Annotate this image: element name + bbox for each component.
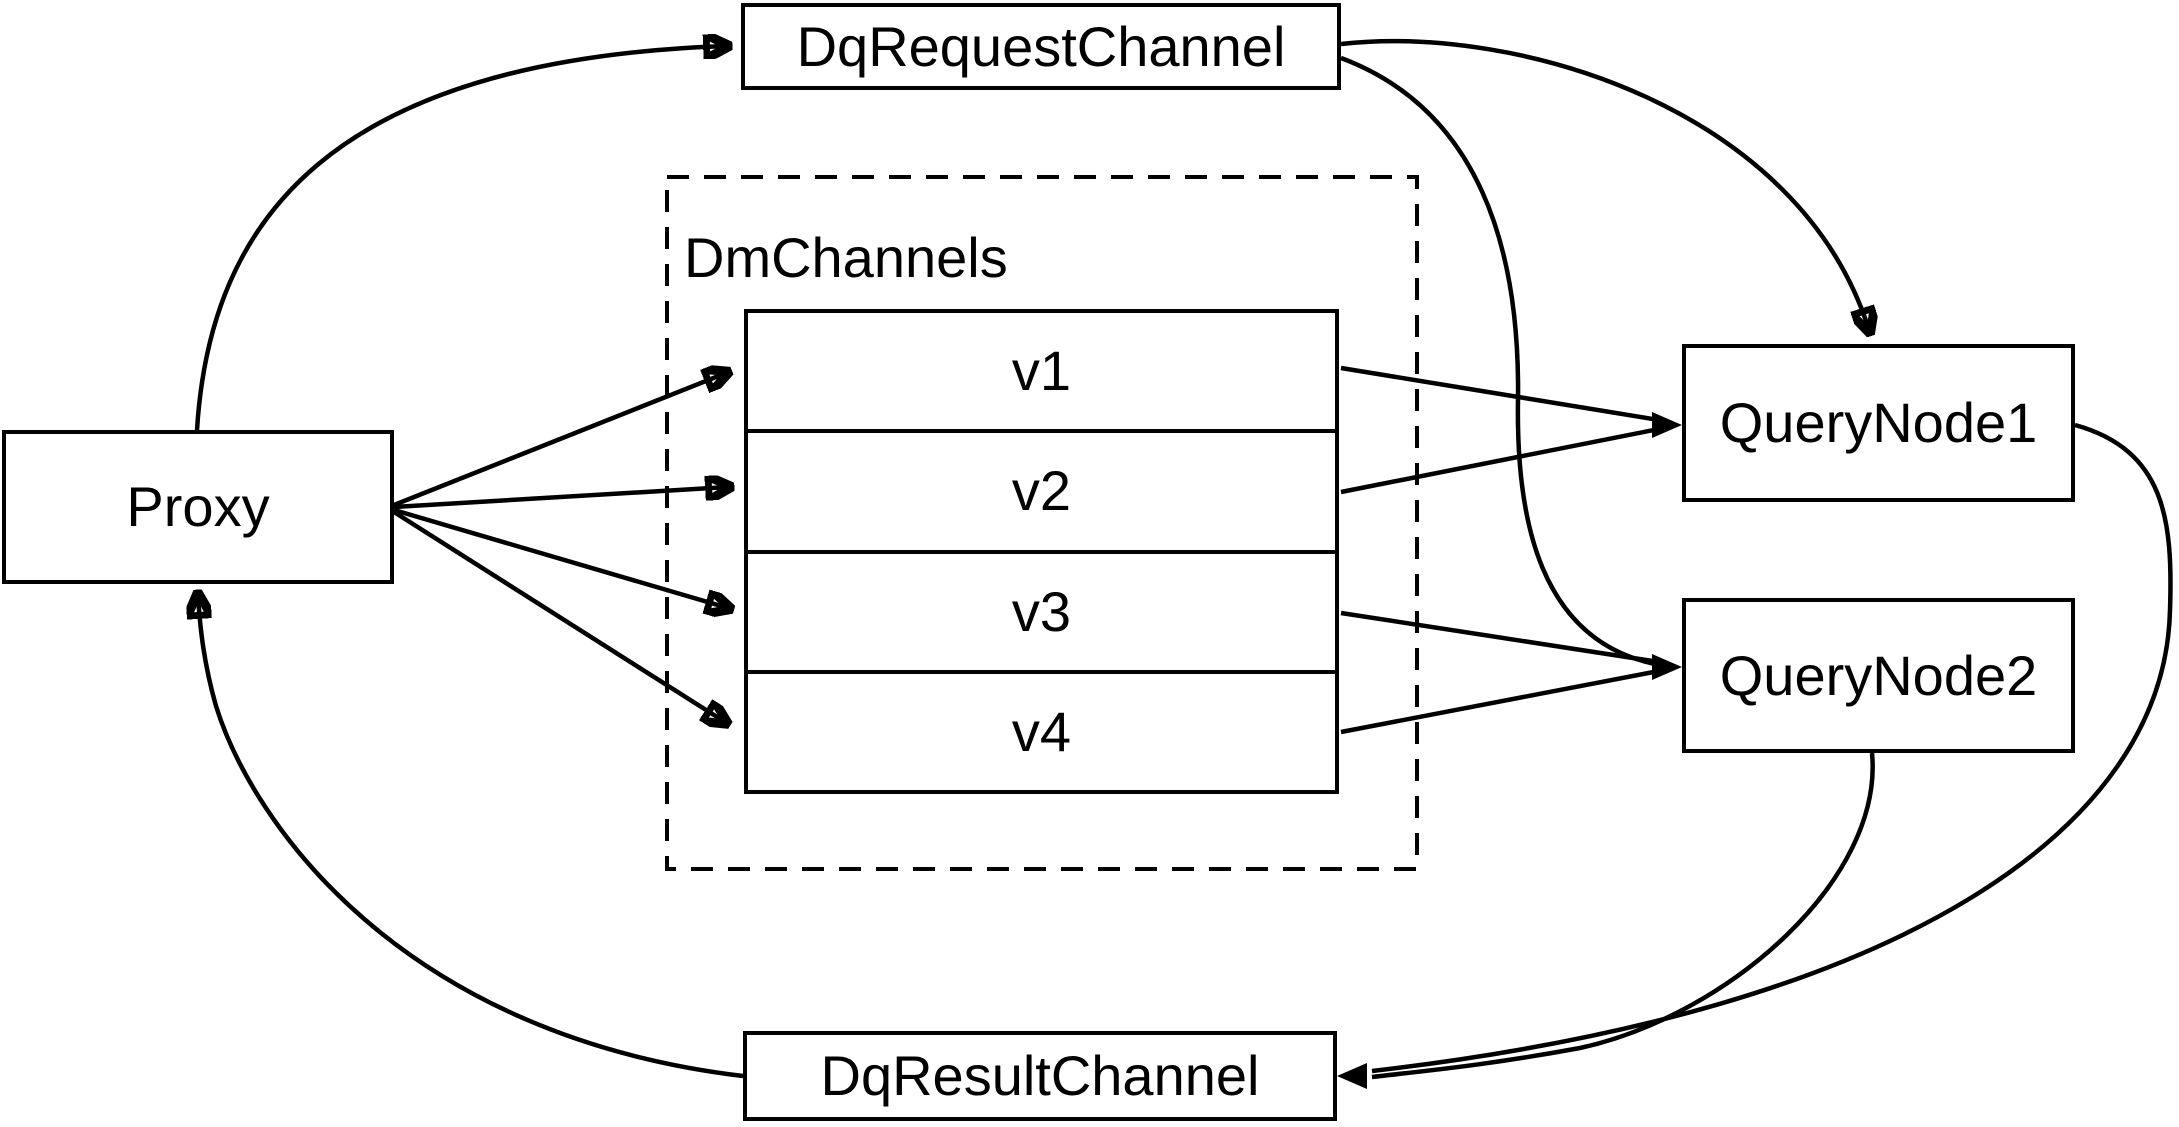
edge-proxy-to-v2 [393, 487, 728, 510]
channel-row-v2: v2 [748, 429, 1335, 549]
edge-v4-to-query-node-2 [1340, 668, 1660, 735]
node-proxy: Proxy [2, 430, 394, 584]
edge-query-node-1-to-dq-result-channel [1371, 422, 2173, 1074]
edge-v2-to-query-node-1 [1340, 426, 1660, 495]
channel-v4-label: v4 [1011, 699, 1072, 763]
dm-channels-group-label: DmChannels [684, 226, 1008, 289]
node-dq-result-channel-label: DqResultChannel [820, 1044, 1260, 1107]
node-query-node-1-label: QueryNode1 [1719, 391, 2038, 454]
channel-row-v3: v3 [748, 549, 1335, 670]
edge-v3-to-query-node-2 [1340, 610, 1660, 665]
channel-v1-label: v1 [1011, 339, 1072, 403]
edge-proxy-to-v3 [393, 507, 728, 608]
arrowhead-query-node-1-left [1652, 412, 1682, 438]
arrowhead-dq-result-channel-right [1337, 1063, 1367, 1089]
edge-dq-result-channel-to-proxy [198, 596, 744, 1079]
arrowhead-query-node-2-left [1652, 654, 1682, 680]
node-query-node-2-label: QueryNode2 [1719, 643, 2038, 707]
channel-row-v4: v4 [748, 669, 1335, 790]
edge-query-node-2-to-dq-result-channel [1371, 752, 1875, 1080]
node-dq-request-channel: DqRequestChannel [741, 3, 1341, 90]
edge-proxy-to-dq-request-channel [194, 46, 726, 431]
channel-v3-label: v3 [1011, 579, 1072, 643]
node-query-node-2: QueryNode2 [1682, 598, 2075, 753]
edge-proxy-to-v4 [392, 510, 725, 722]
node-dq-request-channel-label: DqRequestChannel [796, 14, 1286, 78]
channel-row-v1: v1 [748, 313, 1335, 429]
node-proxy-label: Proxy [126, 475, 270, 538]
dm-channels-table: v1 v2 v3 v4 [744, 309, 1339, 794]
edge-dq-request-channel-to-query-node-1 [1340, 39, 1869, 330]
edge-dq-request-channel-to-query-node-2 [1340, 55, 1656, 667]
edge-v1-to-query-node-1 [1340, 365, 1660, 423]
dm-channels-group-border [665, 175, 1419, 871]
node-dq-result-channel: DqResultChannel [743, 1031, 1337, 1121]
channel-v2-label: v2 [1011, 459, 1072, 523]
node-query-node-1: QueryNode1 [1682, 344, 2075, 502]
edge-proxy-to-v1 [393, 373, 726, 508]
